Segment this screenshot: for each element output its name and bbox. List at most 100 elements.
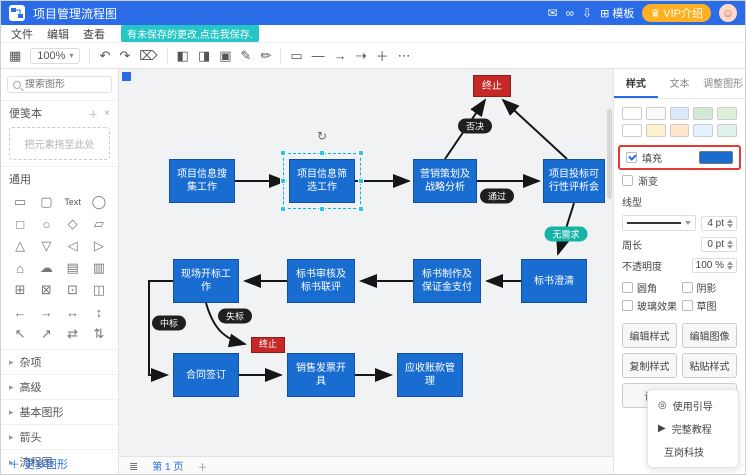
shape-arrow-diagonal-up[interactable]: ↖ — [14, 326, 26, 341]
shape-arrow-vertical[interactable]: ↕ — [95, 304, 103, 320]
style-preset-swatch[interactable] — [717, 107, 737, 120]
line-color-icon[interactable]: ✎ — [240, 47, 252, 63]
to-back-icon[interactable]: ◨ — [197, 47, 211, 63]
undo-icon[interactable]: ↶ — [99, 47, 111, 63]
shadow-checkbox[interactable] — [681, 282, 693, 293]
edit-style-button[interactable]: 编辑样式 — [622, 323, 677, 348]
shape-icon[interactable]: ▭ — [290, 47, 303, 63]
add-shape-icon[interactable]: ＋ — [375, 49, 389, 64]
shape-diamond[interactable]: ◇ — [67, 216, 78, 231]
tab-arrange[interactable]: 调整图形 — [703, 79, 744, 90]
resize-handle-n[interactable] — [319, 150, 325, 156]
resize-handle-s[interactable] — [319, 206, 325, 212]
flow-node-bid-clarification[interactable]: 标书澄清 — [521, 259, 587, 303]
shape-arrow-both[interactable]: ↔ — [66, 304, 80, 320]
shape-arrow-diagonal[interactable]: ↗ — [40, 326, 52, 341]
line-width-input[interactable]: 4 pt — [701, 215, 737, 231]
unsaved-notice[interactable]: 有未保存的更改,点击我保存. — [121, 25, 259, 42]
menu-file[interactable]: 文件 — [11, 28, 33, 41]
copy-style-button[interactable]: 复制样式 — [622, 353, 677, 378]
avatar[interactable]: ☺ — [719, 4, 737, 22]
style-preset-swatch[interactable] — [669, 107, 690, 120]
shape-text[interactable]: Text — [64, 197, 81, 207]
shape-rounded-rectangle[interactable]: ▢ — [40, 194, 53, 209]
app-logo[interactable] — [9, 5, 25, 21]
stepper-up-icon[interactable] — [727, 240, 733, 244]
shape-triangle-right[interactable]: ▷ — [93, 238, 104, 253]
style-preset-swatch[interactable] — [645, 107, 666, 120]
redo-icon[interactable]: ↷ — [119, 47, 131, 63]
flow-node-collect-info[interactable]: 项目信息搜集工作 — [169, 159, 235, 203]
fill-color-button[interactable] — [699, 151, 733, 164]
shape-swap-horizontal[interactable]: ⇄ — [67, 326, 79, 341]
edit-image-button[interactable]: 编辑图像 — [682, 323, 737, 348]
shape-square[interactable]: □ — [16, 216, 25, 232]
more-shapes-button[interactable]: ＋ 更多图形 — [9, 456, 68, 472]
edge-label-win[interactable]: 中标 — [151, 315, 187, 331]
resize-handle-nw[interactable] — [280, 150, 286, 156]
shape-dotted-box[interactable]: ⊡ — [67, 282, 79, 297]
style-preset-swatch[interactable] — [622, 124, 642, 137]
shape-note[interactable]: ▥ — [92, 260, 106, 275]
shape-swap-vertical[interactable]: ⇅ — [93, 326, 105, 341]
terminal-node-bottom[interactable]: 终止 — [251, 337, 285, 353]
shape-house[interactable]: ⌂ — [16, 260, 25, 276]
line-style-icon[interactable]: — — [311, 48, 325, 63]
style-preset-swatch[interactable] — [717, 124, 737, 137]
stepper-down-icon[interactable] — [727, 266, 733, 270]
rotate-handle-icon[interactable]: ↻ — [317, 129, 328, 143]
shape-arrow-right[interactable]: → — [39, 304, 53, 320]
delete-icon[interactable]: ⌦ — [139, 47, 158, 63]
fill-checkbox[interactable] — [626, 152, 637, 163]
style-preset-swatch[interactable] — [693, 107, 714, 120]
vendor-item[interactable]: 互岗科技 — [648, 440, 738, 463]
resize-handle-ne[interactable] — [358, 150, 364, 156]
edge-label-lose[interactable]: 失标 — [217, 308, 253, 324]
flow-node-contract-signing[interactable]: 合同签订 — [173, 353, 239, 397]
shape-document[interactable]: ▤ — [66, 260, 79, 275]
page-tab-1[interactable]: 第 1 页 — [148, 456, 187, 474]
line-style-select[interactable] — [622, 215, 696, 231]
section-advanced[interactable]: ▸ 高级 — [1, 374, 118, 399]
full-tutorial-item[interactable]: ▶ 完整教程 — [648, 417, 738, 440]
shape-rectangle[interactable]: ▭ — [13, 194, 27, 209]
section-misc[interactable]: ▸ 杂项 — [1, 349, 118, 374]
collapse-sidebar-handle[interactable] — [122, 72, 131, 81]
section-basic[interactable]: ▸ 基本图形 — [1, 399, 118, 424]
comment-icon[interactable]: ✉ — [547, 6, 558, 20]
edge-label-reject[interactable]: 否决 — [457, 118, 493, 134]
gradient-checkbox[interactable] — [622, 175, 633, 186]
scratchpad-header[interactable]: 便笺本 ＋ × — [1, 100, 118, 125]
usage-guide-item[interactable]: ◎ 使用引导 — [648, 394, 738, 417]
vip-button[interactable]: ♛ VIP介绍 — [642, 4, 711, 22]
shape-ellipse[interactable]: ◯ — [91, 194, 107, 209]
template-button[interactable]: ⊞ 模板 — [600, 5, 634, 21]
stepper-down-icon[interactable] — [727, 245, 733, 249]
stepper-down-icon[interactable] — [727, 223, 733, 228]
shape-arrow-left[interactable]: ← — [13, 304, 27, 320]
connector-icon[interactable]: ⇢ — [355, 47, 367, 63]
diagram-canvas[interactable]: 终止 终止 项目信息搜集工作 项目信息筛选工作 营销策划及战略分析 项目投标可行… — [119, 69, 613, 474]
section-flowchart[interactable]: ▸ 流程图 — [1, 449, 118, 474]
edge-label-pass[interactable]: 通过 — [479, 188, 515, 204]
menu-view[interactable]: 查看 — [83, 28, 105, 41]
canvas-scrollbar[interactable] — [607, 109, 612, 199]
style-preset-swatch[interactable] — [669, 124, 690, 137]
resize-handle-sw[interactable] — [280, 206, 286, 212]
search-input[interactable] — [25, 79, 103, 90]
style-preset-swatch[interactable] — [693, 124, 714, 137]
shape-parallelogram[interactable]: ▱ — [93, 216, 104, 231]
shape-cloud[interactable]: ☁ — [39, 260, 53, 275]
flow-node-bid-opening[interactable]: 现场开标工作 — [173, 259, 239, 303]
scratchpad-close-icon[interactable]: × — [104, 107, 110, 119]
flow-node-filter-info[interactable]: 项目信息筛选工作 — [289, 159, 355, 203]
zoom-select[interactable]: 100% ▾ — [30, 47, 81, 64]
pages-menu-icon[interactable]: ≣ — [129, 461, 139, 473]
flow-node-invoice-issue[interactable]: 销售发票开具 — [287, 353, 355, 397]
scratchpad-add-icon[interactable]: ＋ — [88, 109, 99, 121]
shape-split-box[interactable]: ◫ — [92, 282, 106, 297]
resize-handle-w[interactable] — [280, 178, 286, 184]
shape-table[interactable]: ⊞ — [14, 282, 26, 297]
style-preset-swatch[interactable] — [645, 124, 666, 137]
arrow-style-icon[interactable]: → — [333, 48, 347, 63]
